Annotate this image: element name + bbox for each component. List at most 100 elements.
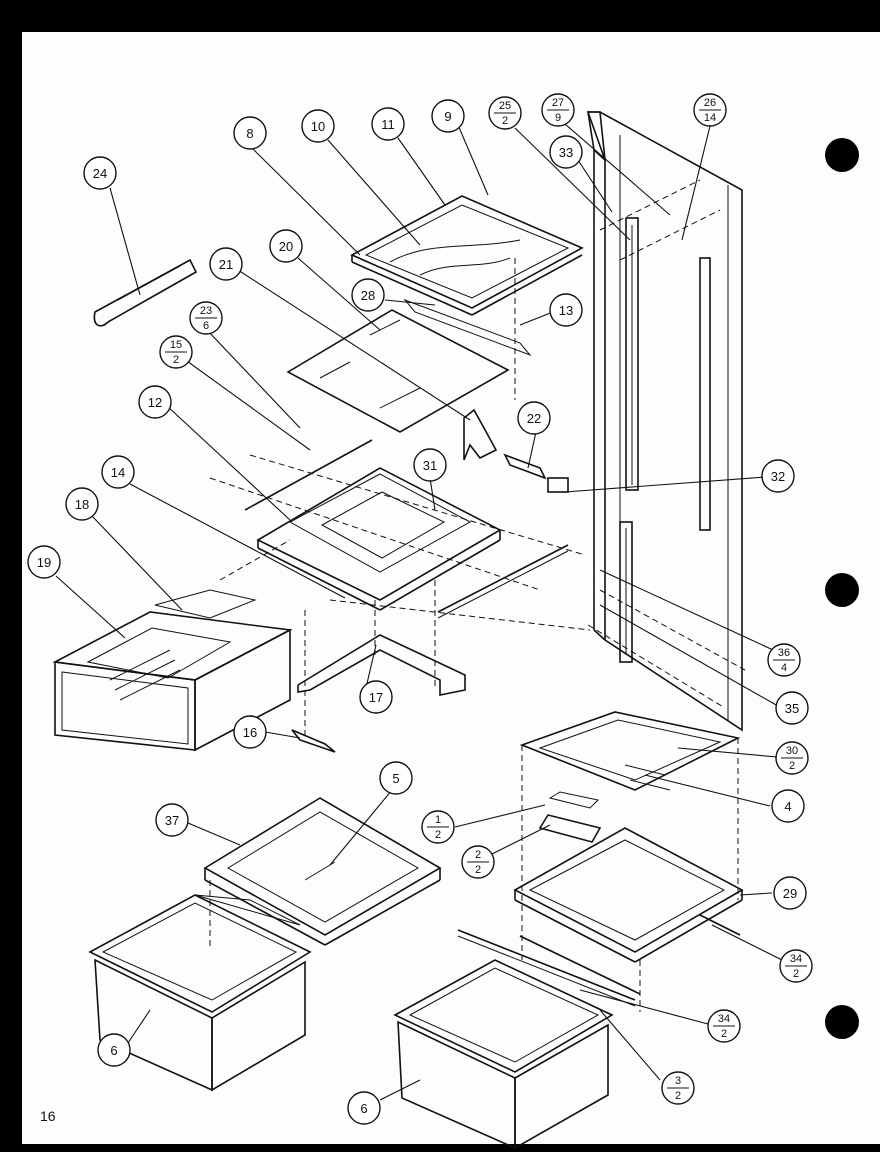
callout-21-label: 21	[219, 257, 233, 272]
callout-23: 236	[189, 301, 223, 335]
callout-6-right: 6	[347, 1091, 381, 1125]
callout-6-left: 6	[97, 1033, 131, 1067]
callout-15: 152	[159, 335, 193, 369]
page-number: 16	[40, 1108, 56, 1124]
callout-6-right-label: 6	[360, 1101, 367, 1116]
callout-34-upper-bottom: 2	[793, 968, 799, 980]
callout-30-bottom: 2	[789, 760, 795, 772]
cover-piece-24	[93, 258, 198, 327]
callout-4: 4	[771, 789, 805, 823]
callout-5-label: 5	[392, 771, 399, 786]
callout-18: 18	[65, 487, 99, 521]
scan-border-left	[0, 0, 22, 1152]
callout-3: 32	[661, 1071, 695, 1105]
callout-17: 17	[359, 680, 393, 714]
callout-23-top: 23	[200, 305, 212, 317]
callout-35-label: 35	[785, 701, 799, 716]
right-crisper-cover	[513, 827, 744, 963]
callout-10-label: 10	[311, 119, 325, 134]
callout-3-top: 3	[675, 1075, 681, 1087]
callout-28-label: 28	[361, 288, 375, 303]
callout-22: 22	[517, 401, 551, 435]
binder-hole-bottom	[825, 1005, 859, 1039]
callout-30-top: 30	[786, 745, 798, 757]
callout-25: 252	[488, 96, 522, 130]
scan-border-bottom	[0, 1144, 880, 1152]
cabinet-wall	[586, 111, 743, 732]
callout-21: 21	[209, 247, 243, 281]
callout-2-top: 2	[475, 849, 481, 861]
crisper-rails	[244, 439, 569, 619]
channel-17	[297, 634, 466, 696]
deli-drawer	[52, 589, 293, 752]
callout-5: 5	[379, 761, 413, 795]
callout-31: 31	[413, 448, 447, 482]
assembly-lines	[209, 179, 746, 1012]
left-crisper-drawer	[88, 894, 312, 1092]
callout-14-label: 14	[111, 465, 125, 480]
crisper-cover-frame	[256, 467, 502, 611]
callout-22-label: 22	[527, 411, 541, 426]
callout-13: 13	[549, 293, 583, 327]
callout-33: 33	[549, 135, 583, 169]
callout-2: 22	[461, 845, 495, 879]
callout-23-bottom: 6	[203, 320, 209, 332]
callout-16-label: 16	[243, 725, 257, 740]
callout-9: 9	[431, 99, 465, 133]
callout-24: 24	[83, 156, 117, 190]
callout-13-label: 13	[559, 303, 573, 318]
callout-30: 302	[775, 741, 809, 775]
callout-8-label: 8	[246, 126, 253, 141]
callout-2-bottom: 2	[475, 864, 481, 876]
callout-20: 20	[269, 229, 303, 263]
right-crisper-drawer	[393, 959, 614, 1150]
callout-27-top: 27	[552, 97, 564, 109]
callout-34-upper: 342	[779, 949, 813, 983]
callout-27: 279	[541, 93, 575, 127]
callout-1-top: 1	[435, 814, 441, 826]
left-crisper-cover	[203, 797, 442, 946]
part-16	[291, 729, 336, 753]
callout-33-label: 33	[559, 145, 573, 160]
callout-1-bottom: 2	[435, 829, 441, 841]
callout-34-lower-top: 34	[718, 1013, 730, 1025]
callout-34-lower: 342	[707, 1009, 741, 1043]
callout-17-label: 17	[369, 690, 383, 705]
callout-15-top: 15	[170, 339, 182, 351]
callout-9-label: 9	[444, 109, 451, 124]
callout-34-upper-top: 34	[790, 953, 802, 965]
binder-hole-top	[825, 138, 859, 172]
binder-hole-middle	[825, 573, 859, 607]
callout-35: 35	[775, 691, 809, 725]
callout-24-label: 24	[93, 166, 107, 181]
callout-37: 37	[155, 803, 189, 837]
callout-36: 364	[767, 643, 801, 677]
callout-25-top: 25	[499, 100, 511, 112]
shelf-ladder-rails	[619, 217, 711, 663]
callout-11: 11	[371, 107, 405, 141]
callout-1: 12	[421, 810, 455, 844]
callout-36-top: 36	[778, 647, 790, 659]
callout-32: 32	[761, 459, 795, 493]
bracket-and-hinge	[463, 408, 569, 493]
callout-19: 19	[27, 545, 61, 579]
callout-29: 29	[773, 876, 807, 910]
callout-26-bottom: 14	[704, 112, 716, 124]
leader-lines	[55, 123, 785, 1101]
callout-8: 8	[233, 116, 267, 150]
callout-12-label: 12	[148, 395, 162, 410]
callout-32-label: 32	[771, 469, 785, 484]
callout-11-label: 11	[381, 117, 395, 132]
callout-27-bottom: 9	[555, 112, 561, 124]
callout-20-label: 20	[279, 239, 293, 254]
right-shelf-assembly	[519, 711, 741, 960]
callout-12: 12	[138, 385, 172, 419]
scan-border-top	[0, 0, 880, 32]
callout-3-bottom: 2	[675, 1090, 681, 1102]
callout-16: 16	[233, 715, 267, 749]
callout-36-bottom: 4	[781, 662, 787, 674]
callout-14: 14	[101, 455, 135, 489]
callout-4-label: 4	[784, 799, 791, 814]
